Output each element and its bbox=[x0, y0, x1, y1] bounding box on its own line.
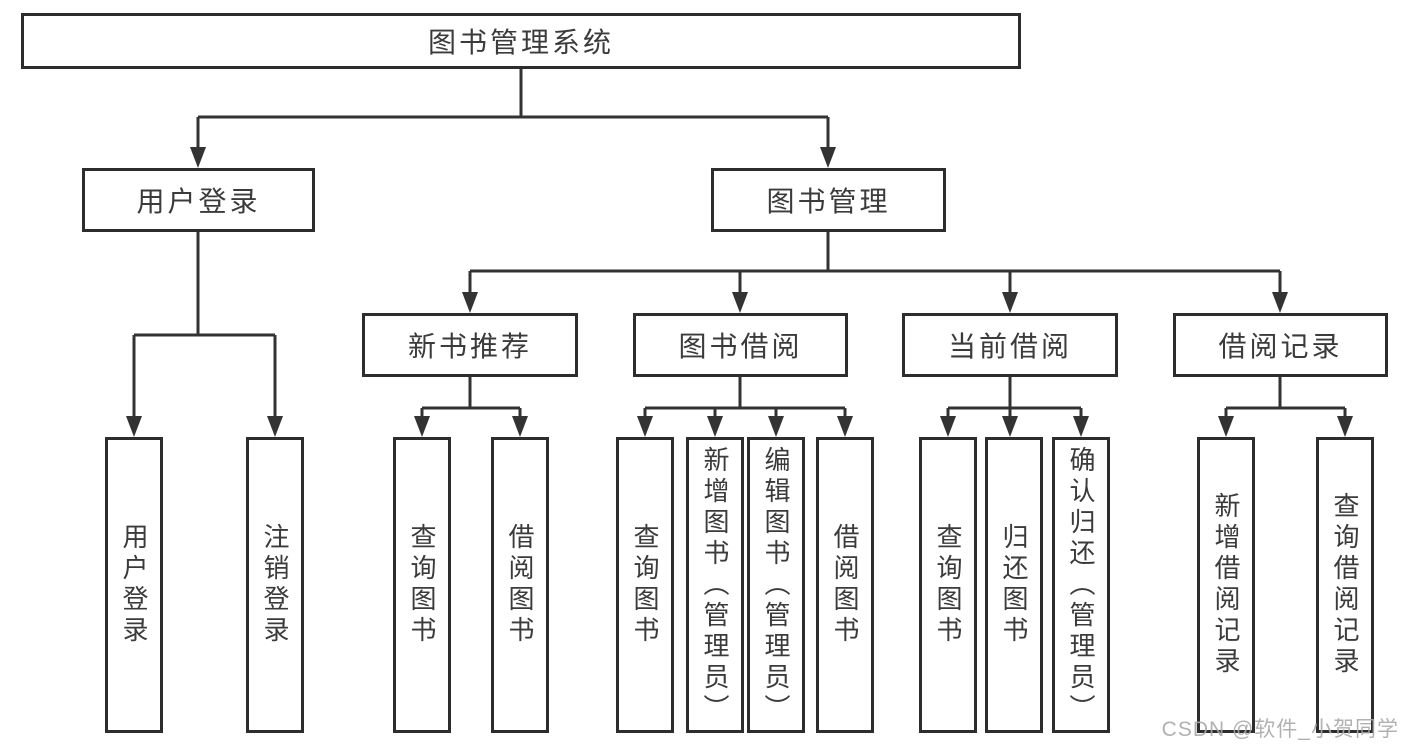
node-label: 借阅图书 bbox=[505, 523, 535, 647]
node-label: 编辑图书（管理员） bbox=[761, 445, 791, 725]
leaf-confirm-return-admin: 确认归还（管理员） bbox=[1052, 437, 1110, 733]
leaf-borrow-books-recommend: 借阅图书 bbox=[491, 437, 549, 733]
node-label: 归还图书 bbox=[999, 523, 1029, 647]
leaf-user-login: 用户登录 bbox=[105, 437, 163, 733]
node-label: 新增借阅记录 bbox=[1211, 492, 1241, 678]
arrowheads bbox=[126, 147, 1353, 437]
node-book-borrow: 图书借阅 bbox=[633, 313, 848, 377]
node-label: 用户登录 bbox=[136, 186, 261, 217]
node-user-login: 用户登录 bbox=[82, 168, 315, 232]
node-label: 图书借阅 bbox=[678, 331, 803, 362]
csdn-watermark: CSDN @软件_小贺同学 bbox=[1161, 718, 1399, 741]
node-label: 注销登录 bbox=[260, 523, 290, 647]
node-label: 借阅记录 bbox=[1218, 331, 1343, 362]
node-label: 查询图书 bbox=[407, 523, 437, 647]
leaf-add-book-admin: 新增图书（管理员） bbox=[686, 437, 744, 733]
node-label: 图书管理 bbox=[766, 186, 891, 217]
leaf-edit-book-admin: 编辑图书（管理员） bbox=[747, 437, 805, 733]
leaf-return-book: 归还图书 bbox=[985, 437, 1043, 733]
node-label: 新增图书（管理员） bbox=[700, 445, 730, 725]
node-root-library-management-system: 图书管理系统 bbox=[21, 13, 1021, 69]
leaf-query-borrow-record: 查询借阅记录 bbox=[1316, 437, 1374, 733]
node-book-management: 图书管理 bbox=[711, 168, 946, 232]
node-label: 查询借阅记录 bbox=[1330, 492, 1360, 678]
node-label: 借阅图书 bbox=[830, 523, 860, 647]
node-borrow-records: 借阅记录 bbox=[1173, 313, 1388, 377]
node-label: 用户登录 bbox=[119, 523, 149, 647]
node-label: 图书管理系统 bbox=[427, 27, 614, 58]
leaf-add-borrow-record: 新增借阅记录 bbox=[1197, 437, 1255, 733]
leaf-query-books-current: 查询图书 bbox=[919, 437, 977, 733]
node-label: 查询图书 bbox=[630, 523, 660, 647]
leaf-borrow-books: 借阅图书 bbox=[816, 437, 874, 733]
leaf-logout: 注销登录 bbox=[246, 437, 304, 733]
node-label: 新书推荐 bbox=[407, 331, 532, 362]
node-label: 当前借阅 bbox=[947, 331, 1072, 362]
node-label: 查询图书 bbox=[933, 523, 963, 647]
node-current-borrow: 当前借阅 bbox=[902, 313, 1118, 377]
node-label: 确认归还（管理员） bbox=[1066, 445, 1096, 725]
leaf-query-books-recommend: 查询图书 bbox=[393, 437, 451, 733]
leaf-query-books-borrow: 查询图书 bbox=[616, 437, 674, 733]
node-new-book-recommend: 新书推荐 bbox=[362, 313, 578, 377]
